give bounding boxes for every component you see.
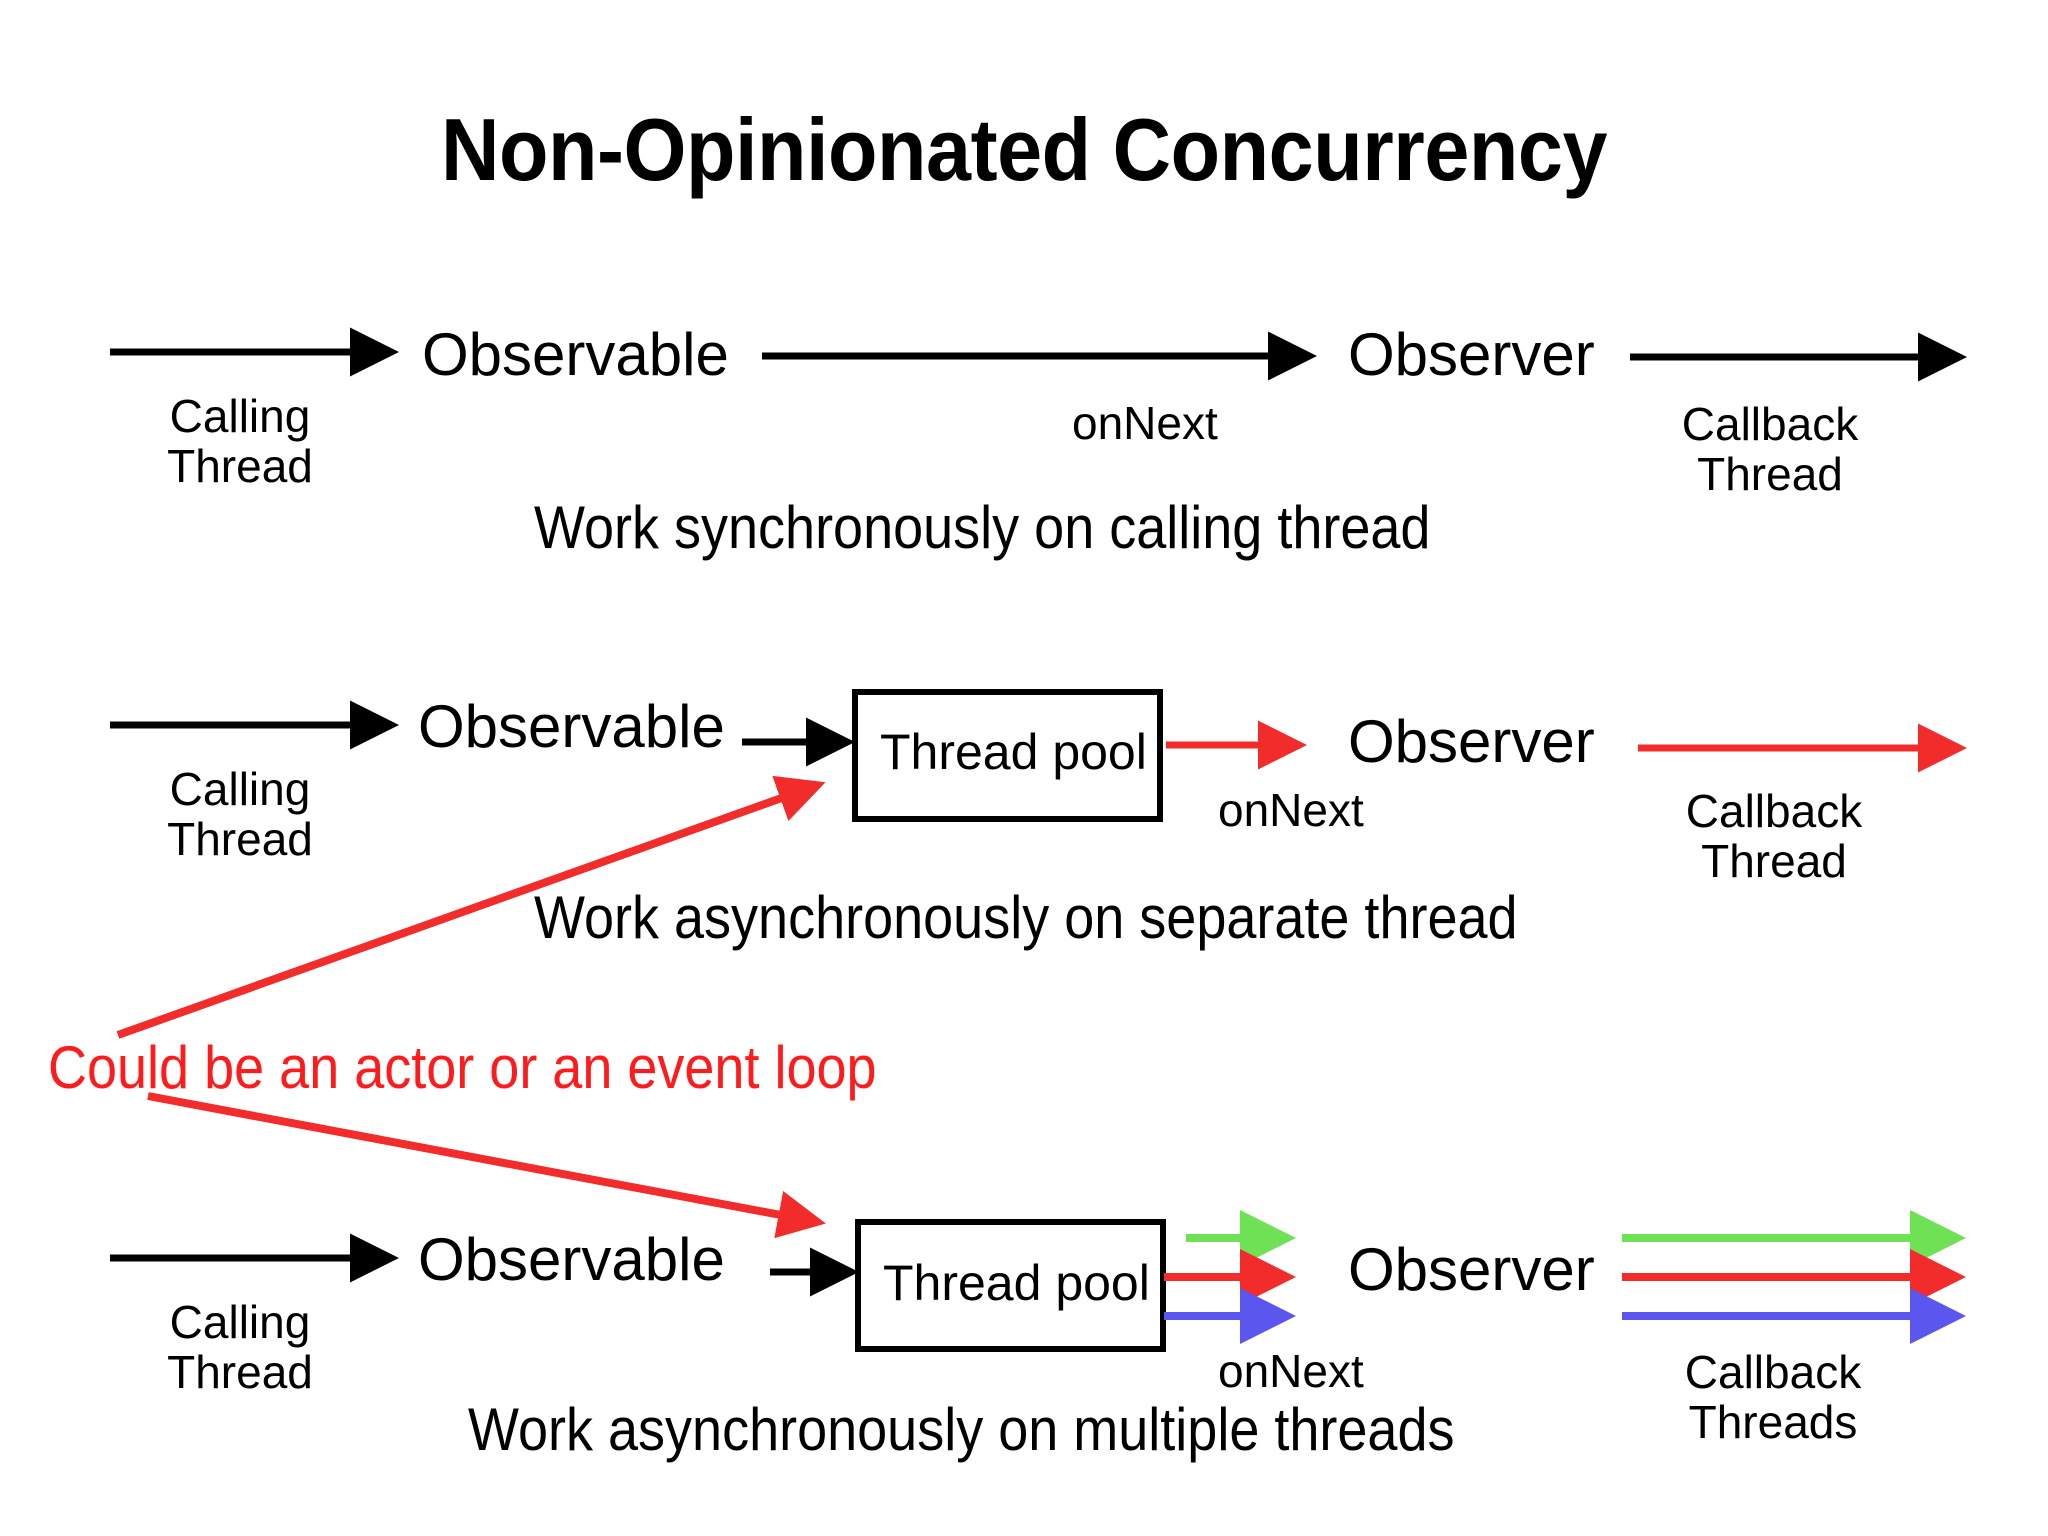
row3-callback-thread-label: Callback Threads: [1684, 1346, 1862, 1448]
row1-callback-thread-label: Callback Thread: [1681, 398, 1859, 500]
row3-observer-label: Observer: [1348, 1236, 1595, 1303]
annotation-text: Could be an actor or an event loop: [48, 1034, 877, 1101]
row2-callback-thread-label: Callback Thread: [1685, 785, 1863, 887]
row2-thread-pool-box: [852, 689, 1163, 822]
row2-onnext-label: onNext: [1218, 784, 1364, 836]
row2-observer-label: Observer: [1348, 708, 1595, 775]
row1-onnext-label: onNext: [1072, 397, 1218, 449]
row1-observer-label: Observer: [1348, 321, 1595, 388]
row2-observable-label: Observable: [418, 693, 725, 760]
row3-calling-thread-label: Calling Thread: [167, 1296, 313, 1398]
page-title: Non-Opinionated Concurrency: [440, 100, 1608, 199]
row3-onnext-label: onNext: [1218, 1345, 1364, 1397]
annotation-arrow-to-pool-row2: [116, 775, 826, 1039]
row2-caption: Work asynchronously on separate thread: [534, 884, 1518, 951]
row3-observable-label: Observable: [418, 1226, 725, 1293]
row1-caption: Work synchronously on calling thread: [534, 494, 1431, 561]
row2-thread-pool-label: Thread pool: [880, 724, 1147, 780]
row3-thread-pool-label: Thread pool: [883, 1255, 1150, 1311]
annotation-arrow-to-pool-row3: [147, 1092, 826, 1239]
row3-caption: Work asynchronously on multiple threads: [468, 1396, 1455, 1463]
row3-thread-pool-box: [855, 1219, 1166, 1352]
row1-calling-thread-label: Calling Thread: [167, 390, 313, 492]
row2-calling-thread-label: Calling Thread: [167, 763, 313, 865]
row1-observable-label: Observable: [422, 321, 729, 388]
